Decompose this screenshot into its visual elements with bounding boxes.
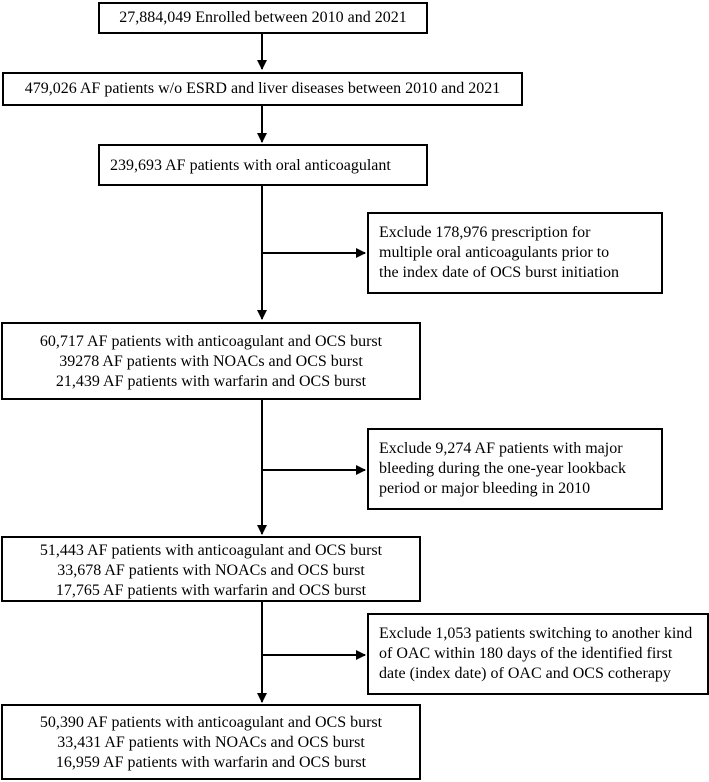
exclusion-2-box: Exclude 9,274 AF patients with major ble… xyxy=(367,428,663,510)
exclusion-2-line-3: period or major bleeding in 2010 xyxy=(379,480,591,497)
exclusion-3-line-2: of OAC within 180 days of the identified… xyxy=(379,645,673,662)
step-6-line-2: 33,431 AF patients with NOACs and OCS bu… xyxy=(57,734,365,751)
exclusion-2-line-1: Exclude 9,274 AF patients with major xyxy=(379,440,623,457)
step-5-line-3: 17,765 AF patients with warfarin and OCS… xyxy=(55,582,367,599)
exclusion-3-line-3: date (index date) of OAC and OCS cothera… xyxy=(379,665,671,682)
step-3-line-1: 239,693 AF patients with oral anticoagul… xyxy=(110,157,391,174)
step-3-oral-anticoagulant-box: 239,693 AF patients with oral anticoagul… xyxy=(98,144,428,186)
step-1-enrolled-box: 27,884,049 Enrolled between 2010 and 202… xyxy=(98,2,428,34)
exclusion-1-line-1: Exclude 178,976 prescription for xyxy=(379,224,591,241)
step-4-line-3: 21,439 AF patients with warfarin and OCS… xyxy=(55,373,367,390)
step-2-af-patients-box: 479,026 AF patients w/o ESRD and liver d… xyxy=(2,72,523,106)
step-5-major-bleeding-excluded-box: 51,443 AF patients with anticoagulant an… xyxy=(1,536,421,602)
step-5-line-1: 51,443 AF patients with anticoagulant an… xyxy=(39,542,383,559)
step-1-line-1: 27,884,049 Enrolled between 2010 and 202… xyxy=(119,9,407,26)
step-6-line-3: 16,959 AF patients with warfarin and OCS… xyxy=(55,754,367,771)
exclusion-1-line-2: multiple oral anticoagulants prior to xyxy=(379,244,610,261)
step-4-ocs-burst-box: 60,717 AF patients with anticoagulant an… xyxy=(1,322,421,400)
step-4-line-1: 60,717 AF patients with anticoagulant an… xyxy=(39,333,383,350)
step-6-final-cohort-box: 50,390 AF patients with anticoagulant an… xyxy=(1,704,421,780)
exclusion-1-box: Exclude 178,976 prescription for multipl… xyxy=(367,212,663,294)
exclusion-3-box: Exclude 1,053 patients switching to anot… xyxy=(367,613,709,695)
exclusion-1-line-3: the index date of OCS burst initiation xyxy=(379,264,619,281)
step-6-line-1: 50,390 AF patients with anticoagulant an… xyxy=(39,714,383,731)
exclusion-2-line-2: bleeding during the one-year lookback xyxy=(379,460,627,477)
exclusion-3-line-1: Exclude 1,053 patients switching to anot… xyxy=(379,625,693,642)
step-5-line-2: 33,678 AF patients with NOACs and OCS bu… xyxy=(57,562,365,579)
step-2-line-1: 479,026 AF patients w/o ESRD and liver d… xyxy=(24,80,501,97)
step-4-line-2: 39278 AF patients with NOACs and OCS bur… xyxy=(59,353,363,370)
